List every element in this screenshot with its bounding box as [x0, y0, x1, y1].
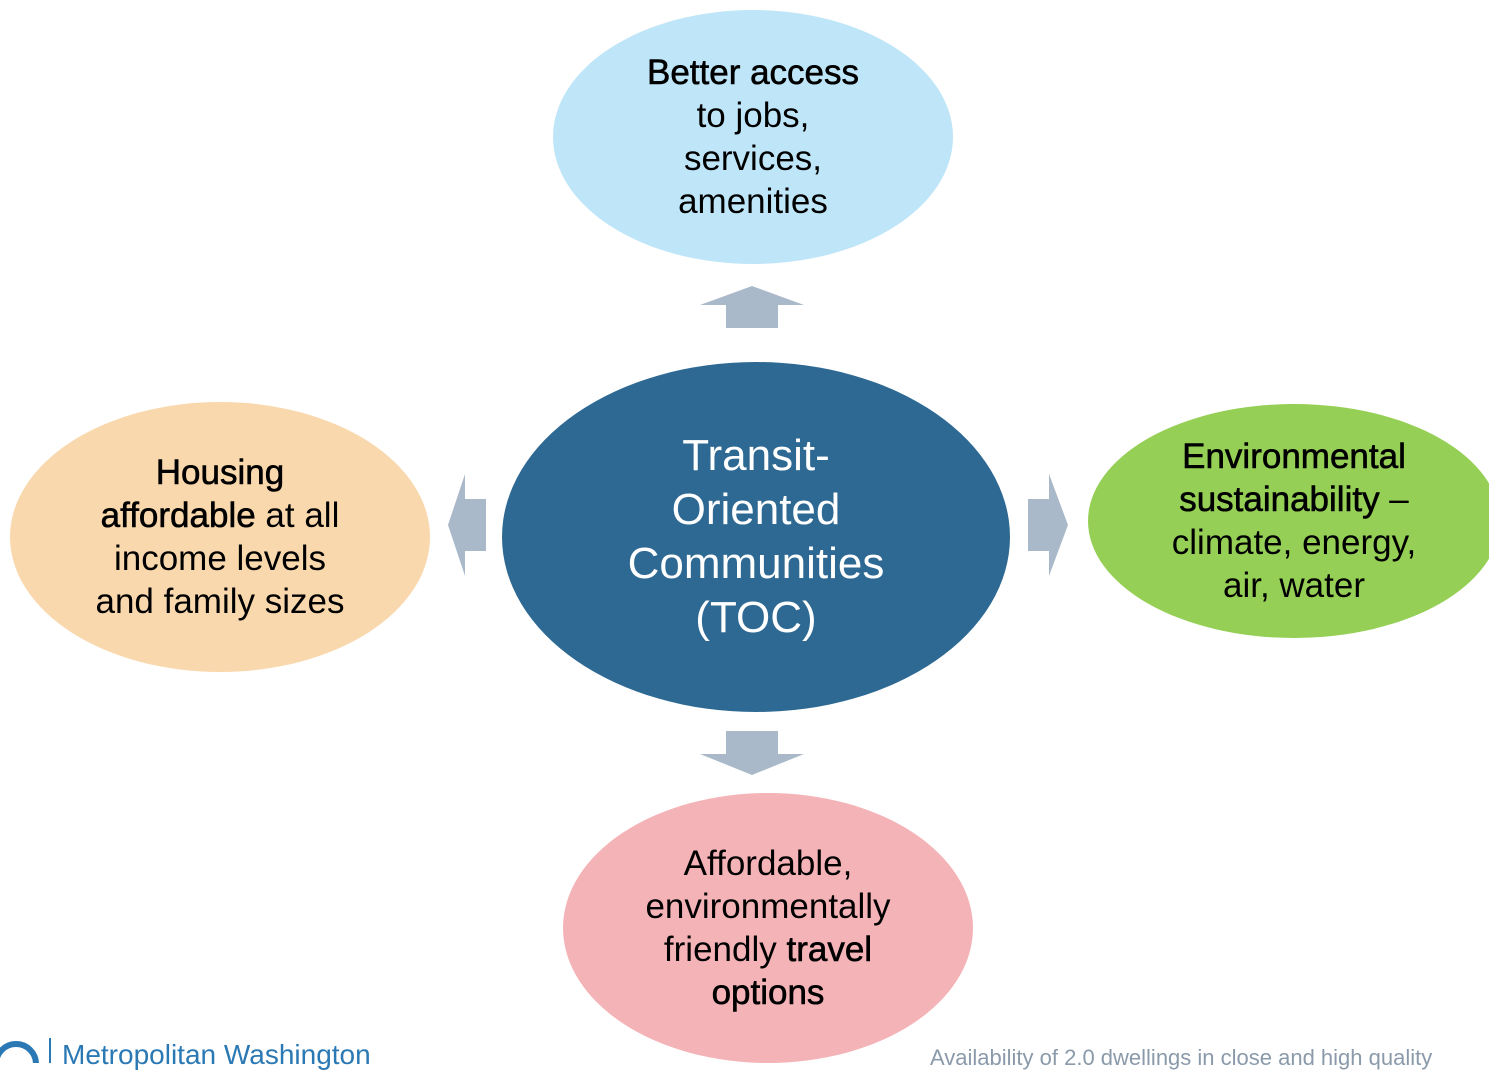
node-line: Affordable,: [645, 842, 890, 885]
toc-line-1: Transit-: [682, 431, 830, 480]
node-text-run: at all: [255, 496, 340, 535]
node-line: air, water: [1172, 564, 1416, 607]
toc-line-2: Oriented: [671, 485, 841, 534]
node-text-run: environmentally: [645, 887, 891, 926]
node-line: income levels: [96, 537, 345, 580]
node-text-emphasis: Better access: [646, 53, 860, 93]
toc-center-text: Transit- Oriented Communities (TOC): [628, 429, 885, 645]
footer-note: Availability of 2.0 dwellings in close a…: [930, 1045, 1433, 1070]
node-line: environmentally: [645, 885, 890, 928]
node-line: friendly travel: [645, 928, 890, 971]
node-text-emphasis: Housing: [155, 453, 285, 493]
node-text-run: air, water: [1222, 566, 1365, 605]
toc-center-node: Transit- Oriented Communities (TOC): [502, 362, 1010, 712]
node-line: Housing: [96, 451, 345, 494]
node-text-run: climate, energy,: [1171, 523, 1417, 562]
node-line: Better access: [646, 51, 860, 94]
node-line: to jobs,: [647, 94, 859, 137]
node-text-run: amenities: [678, 182, 828, 221]
node-line: sustainability –: [1172, 478, 1416, 521]
node-text-run: income levels: [113, 539, 327, 578]
node-text-run: and family sizes: [95, 582, 345, 621]
node-text-run: –: [1379, 480, 1409, 519]
node-text-emphasis: Environmental: [1182, 437, 1406, 477]
node-line: climate, energy,: [1172, 521, 1416, 564]
node-text-run: friendly: [663, 930, 787, 969]
arrow-up-icon: [700, 286, 804, 328]
node-line: Environmental: [1172, 435, 1416, 478]
node-line: options: [645, 971, 890, 1014]
arrow-left-icon: [448, 474, 486, 576]
node-text-run: services,: [683, 139, 823, 178]
toc-line-3: Communities: [627, 539, 885, 588]
arrow-down-icon: [700, 731, 804, 775]
node-text-emphasis: affordable: [100, 496, 256, 536]
node-line: amenities: [647, 180, 859, 223]
node-text-run: Affordable,: [683, 844, 853, 883]
node-text-run: to jobs,: [696, 96, 810, 135]
node-line: affordable at all: [96, 494, 345, 537]
arrow-right-icon: [1028, 474, 1068, 576]
toc-line-4: (TOC): [695, 593, 817, 642]
node-line: and family sizes: [96, 580, 345, 623]
node-text-emphasis: options: [711, 973, 825, 1013]
logo-text: Metropolitan Washington: [62, 1039, 371, 1070]
node-text-emphasis: sustainability: [1179, 480, 1380, 520]
organization-logo: [0, 1038, 51, 1063]
node-line: services,: [647, 137, 859, 180]
node-text-emphasis: travel: [786, 930, 873, 970]
